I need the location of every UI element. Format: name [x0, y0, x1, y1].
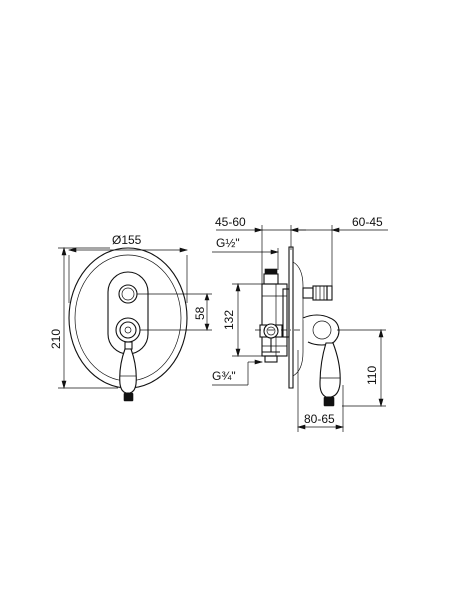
dim-outlet-thread-label: G¾" — [212, 369, 236, 383]
dim-projection-label: 80-65 — [304, 412, 335, 426]
lever-handle — [119, 348, 137, 394]
cartridge-center — [124, 326, 132, 334]
dim-handle-height-label: 110 — [365, 366, 379, 385]
cover-slot — [107, 271, 149, 355]
dim-body-height-label: 132 — [222, 310, 236, 330]
side-view — [212, 225, 388, 432]
dim-height-label: 210 — [49, 329, 63, 349]
dim-center-distance-label: 58 — [193, 306, 207, 320]
lever-collar — [124, 341, 133, 350]
dim-right-depth-label: 60-45 — [352, 215, 383, 229]
front-view — [58, 246, 212, 402]
diverter-knob-side — [302, 285, 333, 301]
dim-left-depth-label: 45-60 — [215, 215, 246, 229]
lever-side — [302, 314, 341, 407]
cover-plate-profile — [288, 246, 294, 389]
dim-inlet-thread-label: G½" — [216, 236, 240, 250]
inlet-fitting — [259, 323, 283, 353]
diverter-knob-inner — [121, 287, 135, 301]
lever-cap — [123, 392, 134, 402]
dim-diameter-label: Ø155 — [112, 233, 142, 247]
cartridge-hub — [119, 321, 137, 339]
